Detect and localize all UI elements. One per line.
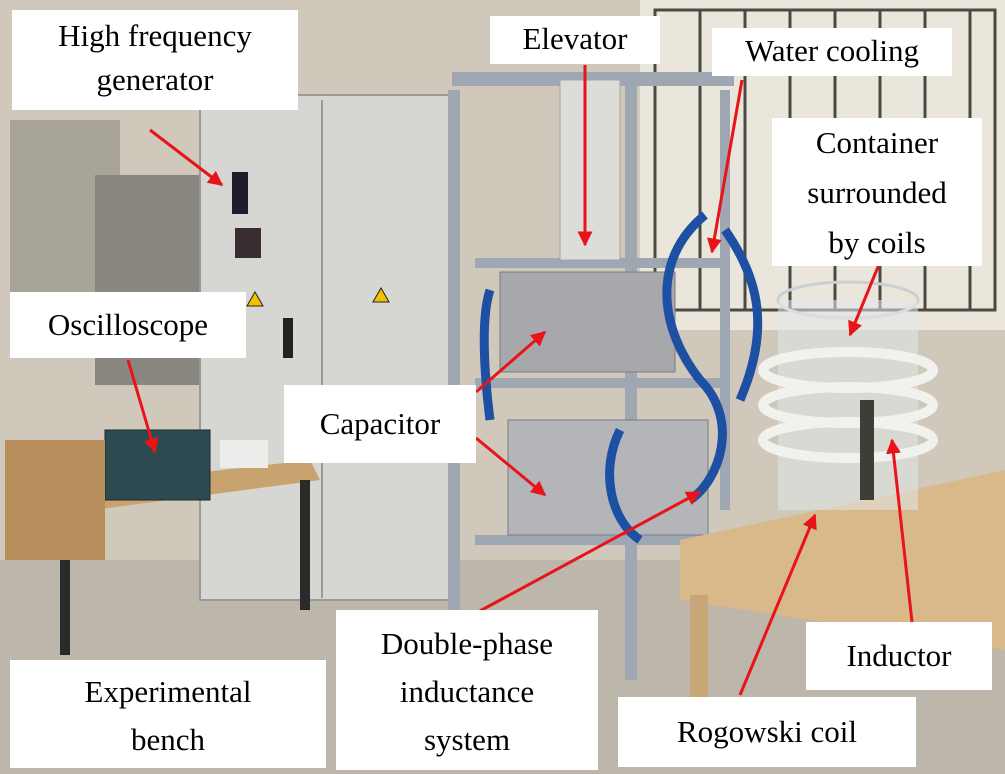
label-rogowski-coil: Rogowski coil: [618, 697, 916, 767]
label-experimental-bench: Experimental bench: [10, 660, 326, 768]
label-container: Container surrounded by coils: [772, 118, 982, 266]
label-water-cooling: Water cooling: [712, 28, 952, 76]
label-oscilloscope: Oscilloscope: [10, 292, 246, 358]
label-elevator: Elevator: [490, 16, 660, 64]
label-double-phase: Double-phase inductance system: [336, 610, 598, 770]
label-inductor: Inductor: [806, 622, 992, 690]
label-capacitor: Capacitor: [284, 385, 476, 463]
label-high-frequency-generator: High frequency generator: [12, 10, 298, 110]
